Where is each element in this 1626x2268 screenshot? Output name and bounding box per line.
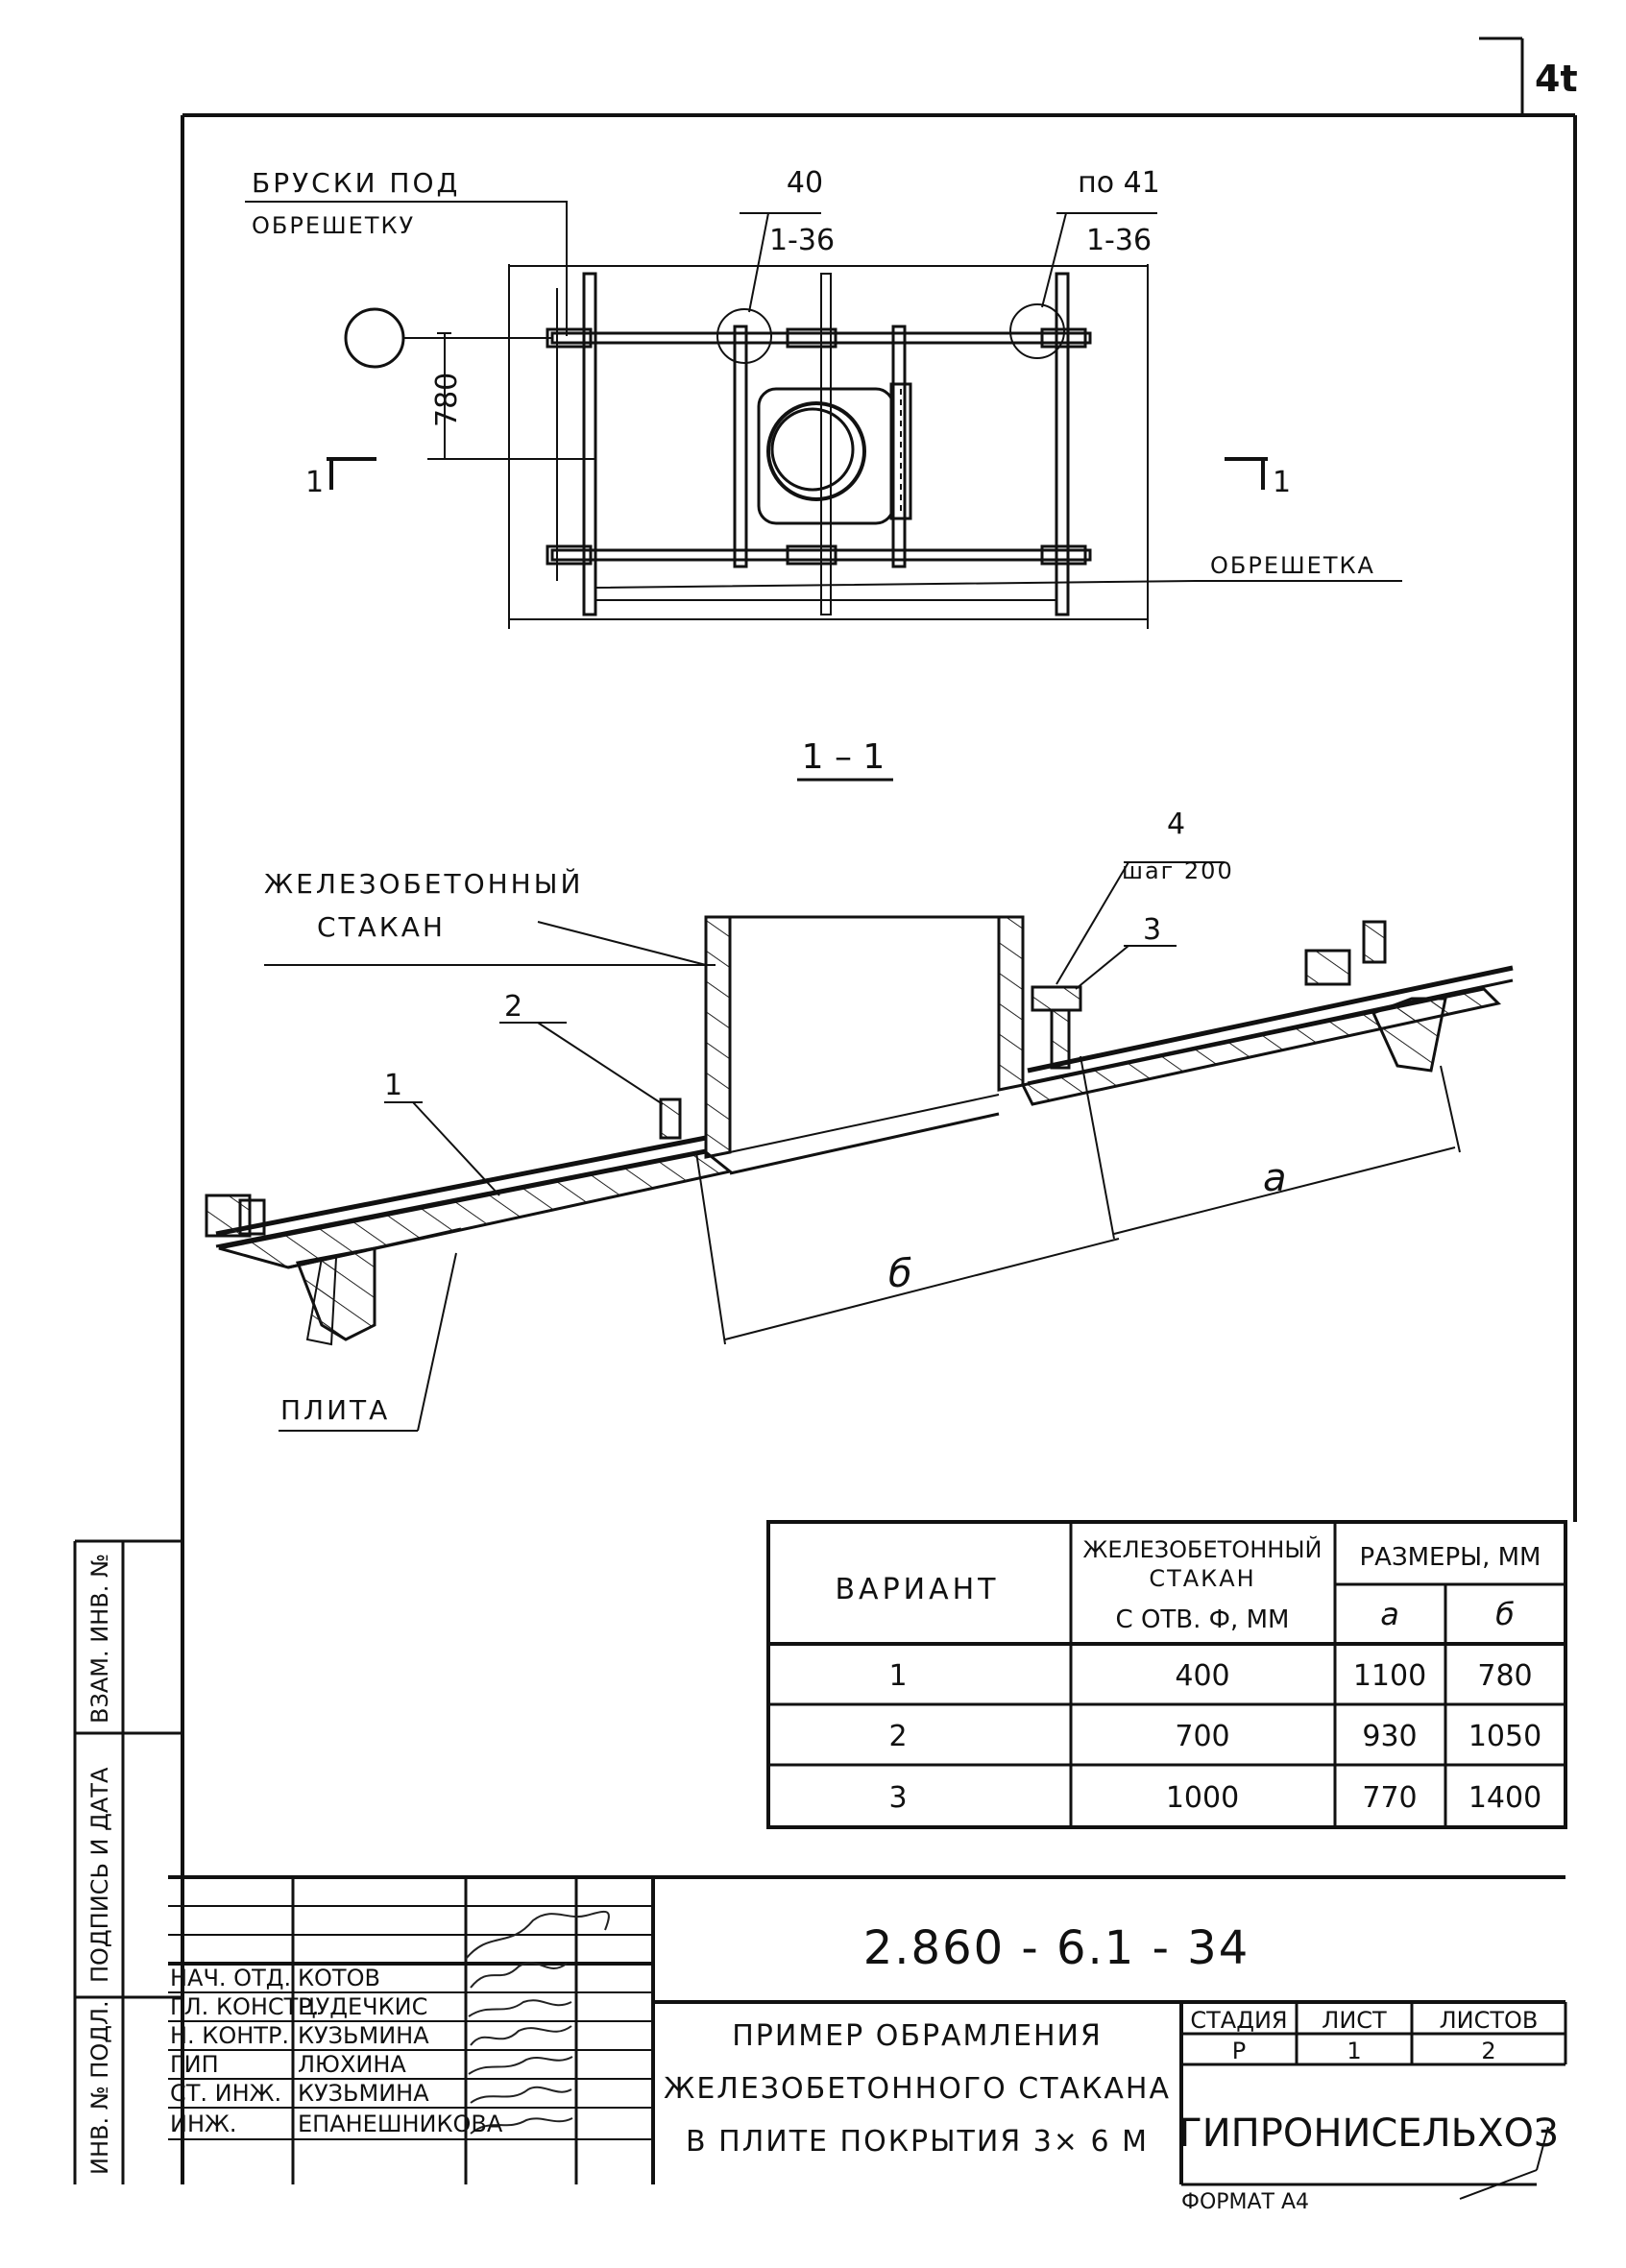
name-4: ЛЮХИНА xyxy=(298,2051,406,2078)
plan-view xyxy=(245,201,1402,629)
variant-table xyxy=(766,1520,1567,1829)
callout-41-bottom: 1-36 xyxy=(1086,224,1152,257)
row1-b: 780 xyxy=(1477,1659,1532,1693)
stage-label: СТАДИЯ xyxy=(1190,2007,1287,2034)
dim-a: а xyxy=(1263,1156,1287,1200)
label-glass-line1: ЖЕЛЕЗОБЕТОННЫЙ xyxy=(264,867,583,900)
col-a: а xyxy=(1380,1596,1399,1632)
role-6: ИНЖ. xyxy=(170,2111,236,2137)
row3-a: 770 xyxy=(1362,1781,1417,1815)
plan-labels: БРУСКИ ПОД ОБРЕШЕТКУ 40 1-36 по 41 1-36 … xyxy=(252,166,1375,579)
section-mark-right: 1 xyxy=(1273,466,1291,499)
label-slab: ПЛИТА xyxy=(280,1394,390,1426)
callout-1: 1 xyxy=(384,1069,402,1102)
label-bars-line2: ОБРЕШЕТКУ xyxy=(252,212,415,239)
sheets-label: ЛИСТОВ xyxy=(1440,2007,1539,2034)
role-2: ГЛ. КОНСТР. xyxy=(170,1993,319,2020)
row3-hole: 1000 xyxy=(1166,1781,1239,1815)
row2-a: 930 xyxy=(1362,1720,1417,1753)
variant-table-text: ВАРИАНТ ЖЕЛЕЗОБЕТОННЫЙ СТАКАН С ОТВ. Ф, … xyxy=(835,1535,1541,1815)
sheet-value: 1 xyxy=(1347,2038,1361,2064)
name-5: КУЗЬМИНА xyxy=(298,2080,429,2107)
side-inv-repl: ВЗАМ. ИНВ. № xyxy=(86,1554,113,1724)
title-line2: ЖЕЛЕЗОБЕТОННОГО СТАКАНА xyxy=(664,2072,1171,2106)
row2-hole: 700 xyxy=(1175,1720,1229,1753)
section-mark-left: 1 xyxy=(305,466,324,499)
section-title: 1 – 1 xyxy=(802,737,886,777)
role-4: ГИП xyxy=(170,2051,219,2078)
callout-41-top: по 41 xyxy=(1078,166,1160,200)
name-6: ЕПАНЕШНИКОВА xyxy=(298,2111,503,2137)
col-glass-line3: С ОТВ. Ф, ММ xyxy=(1116,1605,1290,1634)
callout-3: 3 xyxy=(1143,913,1161,947)
callout-2: 2 xyxy=(504,990,522,1024)
organization: ГИПРОНИСЕЛЬХОЗ xyxy=(1178,2111,1558,2156)
dim-b: б xyxy=(888,1252,912,1296)
doc-code: 2.860 - 6.1 - 34 xyxy=(863,1921,1250,1975)
role-1: НАЧ. ОТД. xyxy=(170,1965,291,1991)
row3-variant: 3 xyxy=(888,1781,907,1815)
name-3: КУЗЬМИНА xyxy=(298,2022,429,2049)
callout-40-bottom: 1-36 xyxy=(769,224,835,257)
col-sizes: РАЗМЕРЫ, ММ xyxy=(1359,1543,1541,1572)
name-2: ЦУДЕЧКИС xyxy=(298,1993,427,2020)
col-glass-line2: СТАКАН xyxy=(1149,1565,1255,1592)
page-number: 4t xyxy=(1535,58,1578,100)
name-1: КОТОВ xyxy=(298,1965,380,1991)
col-variant: ВАРИАНТ xyxy=(835,1573,999,1606)
col-glass-line1: ЖЕЛЕЗОБЕТОННЫЙ xyxy=(1083,1535,1323,1563)
callout-step: шаг 200 xyxy=(1122,857,1234,884)
label-glass-line2: СТАКАН xyxy=(317,911,446,943)
title-line3: В ПЛИТЕ ПОКРЫТИЯ 3× 6 М xyxy=(686,2125,1149,2159)
stage-value: Р xyxy=(1232,2038,1246,2064)
signatures xyxy=(465,1910,610,2135)
side-stamp xyxy=(73,1539,182,2184)
callout-40-top: 40 xyxy=(787,166,823,200)
section-labels: ЖЕЛЕЗОБЕТОННЫЙ СТАКАН 4 шаг 200 3 2 1 а … xyxy=(264,808,1287,1426)
role-3: Н. КОНТР. xyxy=(170,2022,289,2049)
row3-b: 1400 xyxy=(1468,1781,1541,1815)
row1-hole: 400 xyxy=(1175,1659,1229,1693)
title-block xyxy=(168,1875,1567,2200)
role-5: СТ. ИНЖ. xyxy=(170,2080,281,2107)
callout-4: 4 xyxy=(1167,808,1185,841)
title-block-text: 2.860 - 6.1 - 34 НАЧ. ОТД. КОТОВ ГЛ. КОН… xyxy=(170,1921,1559,2214)
sheet-frame xyxy=(181,36,1577,2184)
side-sign-date: ПОДПИСЬ И ДАТА xyxy=(86,1767,113,1983)
label-lathing: ОБРЕШЕТКА xyxy=(1210,552,1375,579)
title-line1: ПРИМЕР ОБРАМЛЕНИЯ xyxy=(732,2019,1103,2053)
row2-variant: 2 xyxy=(888,1720,907,1753)
sheet-label: ЛИСТ xyxy=(1322,2007,1387,2034)
side-inv-orig: ИНВ. № ПОДЛ. xyxy=(86,2000,113,2175)
row1-a: 1100 xyxy=(1353,1659,1426,1693)
sheets-value: 2 xyxy=(1481,2038,1495,2064)
paper-format: ФОРМАТ А4 xyxy=(1181,2190,1309,2214)
side-stamp-text: ВЗАМ. ИНВ. № ПОДПИСЬ И ДАТА ИНВ. № ПОДЛ. xyxy=(86,1554,113,2175)
dim-780: 780 xyxy=(430,373,464,427)
row2-b: 1050 xyxy=(1468,1720,1541,1753)
col-b: б xyxy=(1495,1596,1515,1632)
row1-variant: 1 xyxy=(888,1659,907,1693)
section-drawing xyxy=(205,861,1514,1432)
label-bars-line1: БРУСКИ ПОД xyxy=(252,167,460,199)
